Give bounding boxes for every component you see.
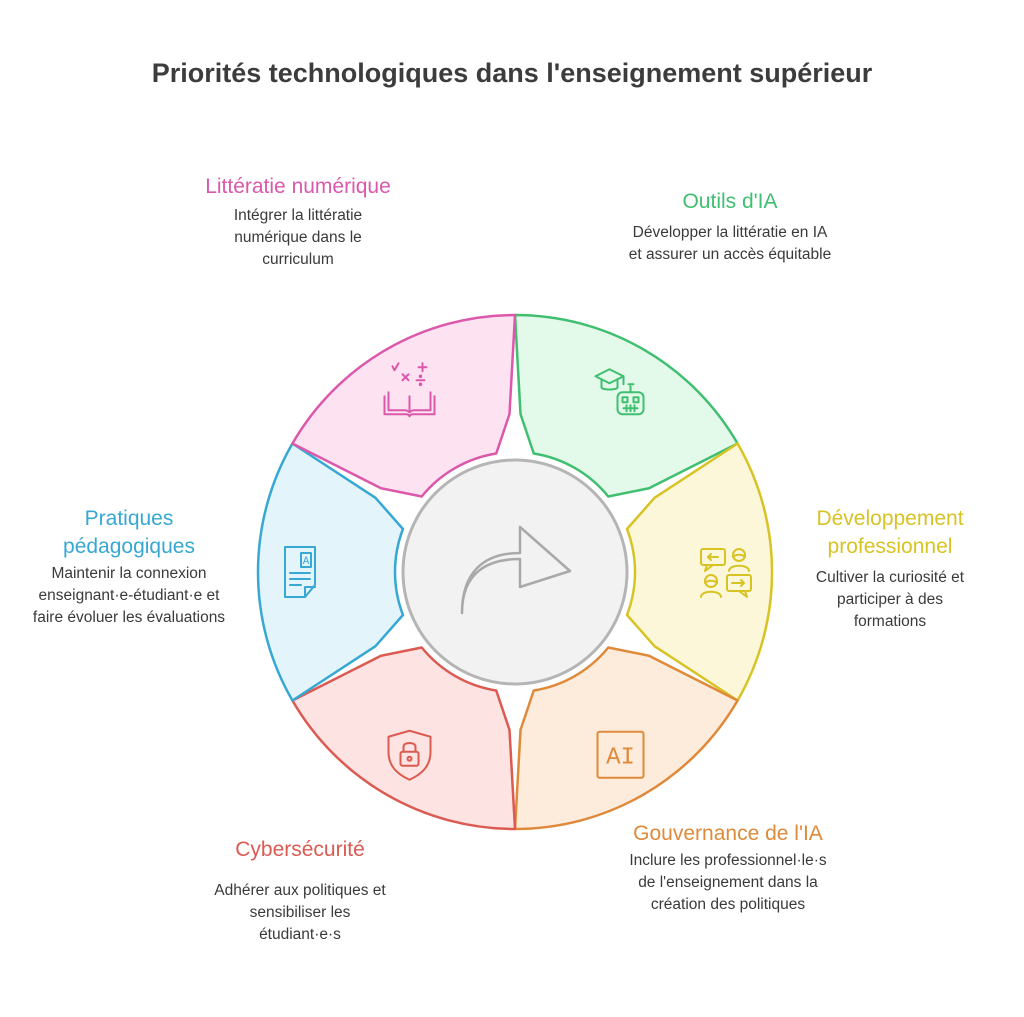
segment-description: Intégrer la littératie numérique dans le… xyxy=(233,207,363,268)
segment-title: Cybersécurité xyxy=(235,838,365,861)
graduation-robot-icon xyxy=(594,368,645,416)
segment-developpement-professionnel xyxy=(625,442,774,702)
segment-description: Développer la littératie en IA et assure… xyxy=(628,224,832,263)
segment-description: Adhérer aux politiques et sensibiliser l… xyxy=(214,882,386,943)
center-circle xyxy=(401,458,629,686)
segment-description: Cultiver la curiosité et participer à de… xyxy=(815,569,965,630)
segment-title: Pratiques pédagogiques xyxy=(63,507,195,558)
segment-description: Maintenir la connexion enseignant·e-étud… xyxy=(32,565,226,626)
segment-pratiques-pedagogiques xyxy=(256,442,405,702)
ai-chip-icon: AI xyxy=(596,730,645,779)
page-title: Priorités technologiques dans l'enseigne… xyxy=(151,58,873,88)
segment-description: Inclure les professionnel·le·s de l'ense… xyxy=(629,852,827,913)
math-book-icon xyxy=(383,362,436,418)
segment-title: Développement professionnel xyxy=(816,507,964,558)
document-icon-letter: A xyxy=(303,556,310,568)
center-hub xyxy=(401,458,629,686)
shield-lock-icon xyxy=(387,729,432,781)
document-icon: A xyxy=(284,546,316,598)
segment-title: Littératie numérique xyxy=(205,175,391,198)
segment-label-cybersecurite: Cybersécurité Adhérer aux politiques et … xyxy=(190,836,410,946)
segment-litteratie-numerique xyxy=(291,313,517,498)
ai-chip-text: AI xyxy=(606,745,635,772)
segment-gouvernance-ia xyxy=(513,646,739,831)
people-chat-icon xyxy=(700,548,752,598)
segment-label-pratiques-pedagogiques: Pratiques pédagogiques Maintenir la conn… xyxy=(30,505,228,629)
segment-label-developpement-professionnel: Développement professionnel Cultiver la … xyxy=(780,505,1000,633)
segment-label-gouvernance-ia: Gouvernance de l'IA Inclure les professi… xyxy=(628,820,828,916)
segment-cybersecurite xyxy=(291,646,517,831)
segment-title: Outils d'IA xyxy=(682,190,778,213)
arrow-turn-right-icon xyxy=(460,525,572,615)
segment-label-litteratie-numerique: Littératie numérique Intégrer la littéra… xyxy=(198,173,398,271)
segment-title: Gouvernance de l'IA xyxy=(633,822,823,845)
segment-label-outils-ia: Outils d'IA Développer la littératie en … xyxy=(610,188,850,266)
